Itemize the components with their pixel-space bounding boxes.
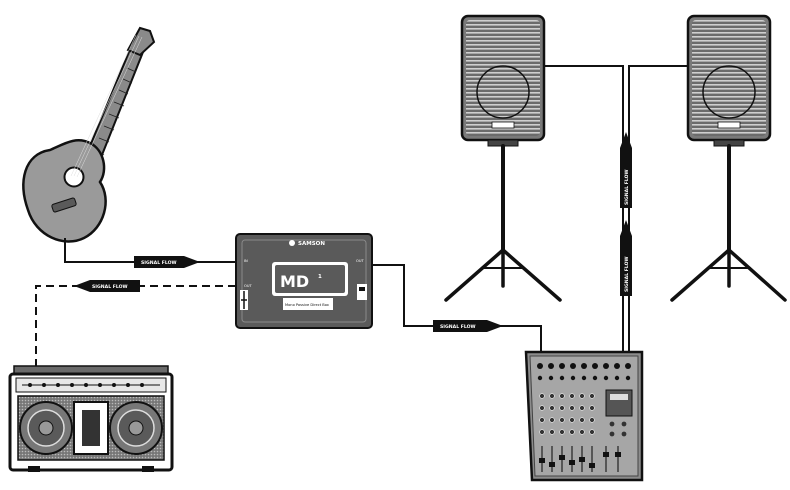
left-speaker-stand [444, 144, 562, 302]
device-model-number: 1 [318, 274, 322, 280]
direct-box-device: SAMSON MD 1 Mono Passive Direct Box IN O… [235, 233, 373, 329]
svg-text:SIGNAL FLOW: SIGNAL FLOW [141, 260, 177, 266]
cable-di-to-amp [35, 285, 236, 372]
right-speaker-stand [670, 144, 787, 302]
cable-mixer-to-speakers [542, 65, 690, 358]
svg-text:SIGNAL FLOW: SIGNAL FLOW [440, 324, 476, 330]
right-pa-speaker [686, 14, 772, 147]
left-pa-speaker [460, 14, 546, 147]
device-sub-label: Mono Passive Direct Box [285, 303, 330, 307]
signal-flow-label-mixer: SIGNAL FLOW [433, 320, 503, 332]
svg-text:SIGNAL FLOW: SIGNAL FLOW [92, 284, 128, 290]
device-model: MD [280, 272, 309, 291]
jack-label-out-right: OUT [356, 259, 364, 263]
acoustic-guitar-icon [22, 26, 156, 243]
svg-text:SIGNAL FLOW: SIGNAL FLOW [624, 256, 630, 292]
signal-flow-label-guitar: SIGNAL FLOW [134, 256, 200, 268]
signal-flow-label-right-speaker: SIGNAL FLOW [620, 220, 632, 296]
jack-label-out: OUT [244, 284, 252, 288]
mixing-console [524, 350, 644, 482]
cable-di-to-mixer [371, 264, 542, 358]
jack-label-in: IN [244, 259, 248, 263]
svg-text:SIGNAL FLOW: SIGNAL FLOW [624, 169, 630, 205]
signal-flow-label-left-speaker: SIGNAL FLOW [620, 132, 632, 208]
guitar-amp-device [8, 365, 174, 472]
signal-flow-label-amp: SIGNAL FLOW [74, 280, 140, 292]
device-brand: SAMSON [298, 241, 325, 247]
